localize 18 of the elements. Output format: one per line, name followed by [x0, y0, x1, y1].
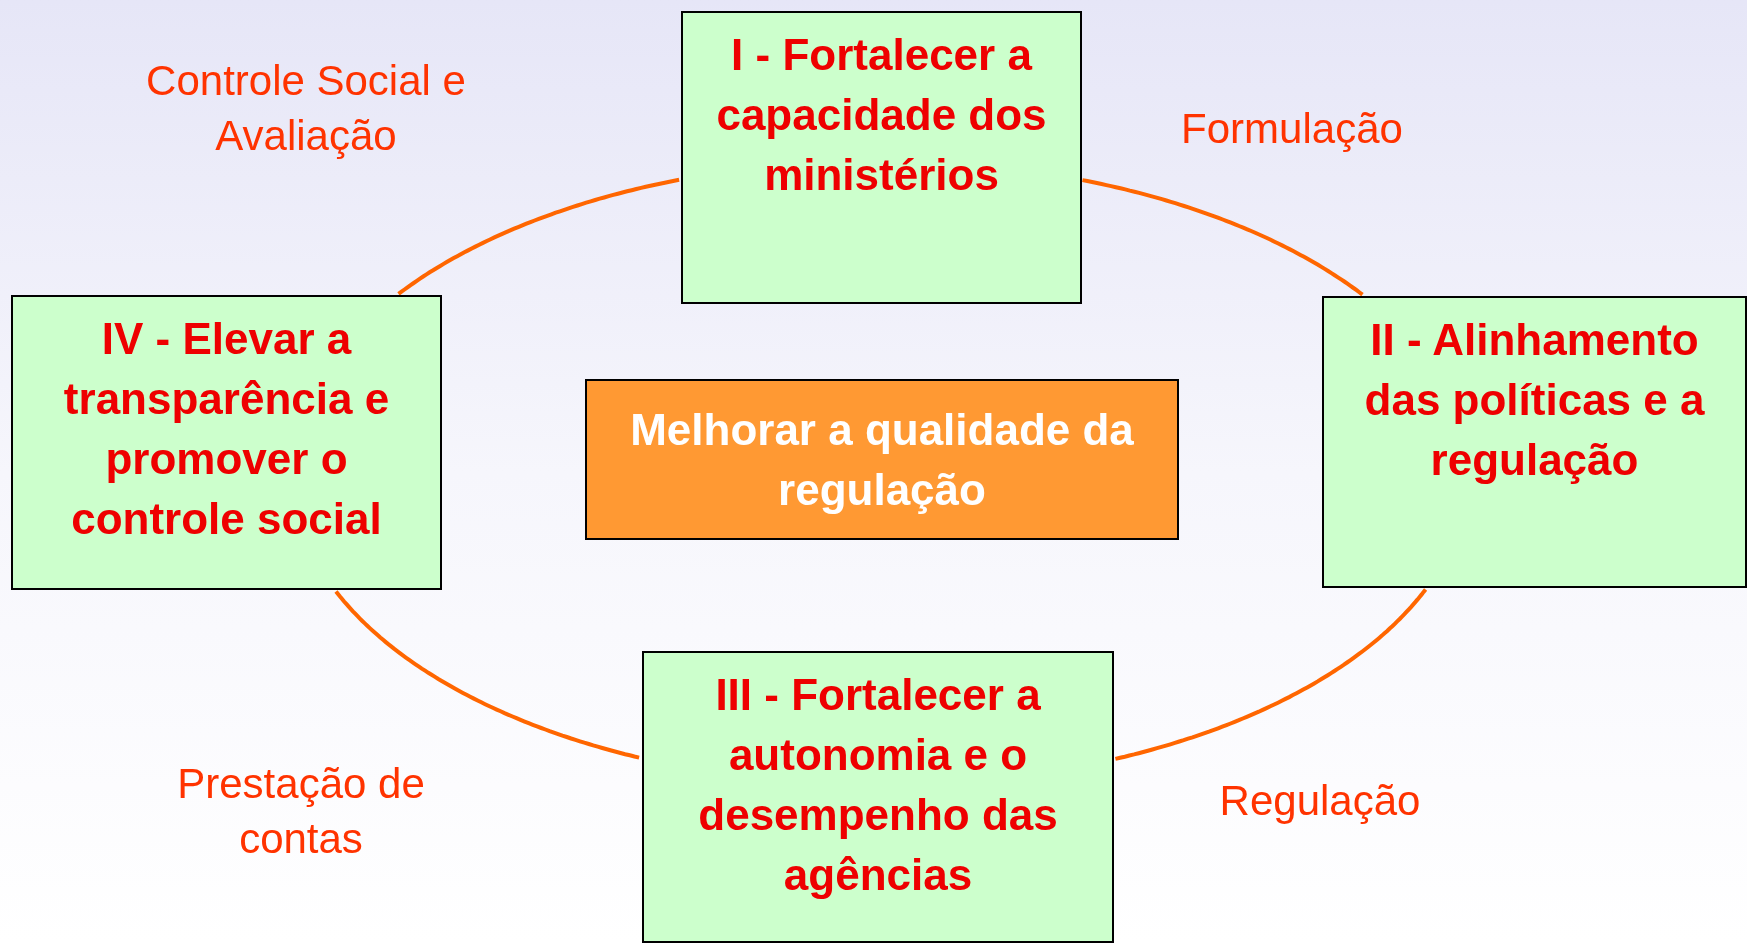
connector-arc	[334, 590, 640, 760]
box-text: I - Fortalecer a capacidade dos ministérios	[715, 29, 1048, 201]
goal-box	[1322, 296, 1747, 588]
edge-label: Regulação	[1218, 775, 1422, 826]
connector-arc	[1114, 588, 1428, 761]
goal-box	[681, 11, 1082, 304]
box-text: III - Fortalecer a autonomia e o desempenho das agências	[697, 669, 1059, 901]
edge-label: Controle Social e Avaliação	[145, 56, 467, 161]
box-text: Melhorar a qualidade da regulação	[629, 403, 1135, 516]
goal-box	[11, 295, 442, 590]
goal-box	[642, 651, 1114, 943]
box-text: IV - Elevar a transparência e promover o controle social	[62, 313, 391, 545]
edge-label: Formulação	[1180, 103, 1404, 154]
connector-arc	[1082, 178, 1364, 297]
box-text: II - Alinhamento das políticas e a regulação	[1363, 314, 1706, 486]
central-goal-box	[585, 379, 1179, 540]
edge-label: Prestação de contas	[176, 759, 426, 864]
connector-arc	[397, 177, 680, 296]
